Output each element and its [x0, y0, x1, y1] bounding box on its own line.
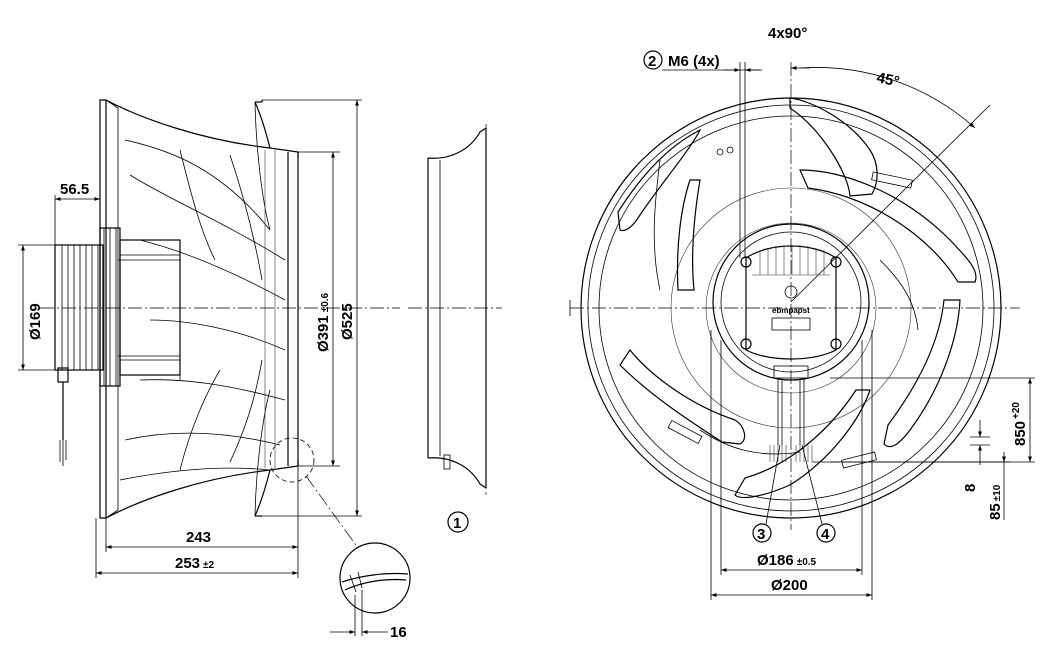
dim-200: Ø200 [710, 330, 873, 600]
impeller-blades [617, 97, 977, 499]
dim-391-text: Ø391±0.6 [315, 292, 332, 352]
angle-dims: 4x90° 45° [768, 25, 991, 303]
callout-2-label: M6 (4x) [668, 53, 720, 70]
side-view: 16 56.5 Ø169 Ø391±0.6 Ø525 [18, 99, 411, 641]
callout-1: 1 [447, 511, 469, 533]
inlet-ring-view: 1 [408, 124, 502, 533]
dim-850: 850+20 [812, 377, 1035, 463]
dim-186: Ø186±0.5 [720, 340, 863, 575]
dim-525-text: Ø525 [339, 303, 356, 340]
dim-243: 243 [105, 466, 299, 552]
callout-3: 3 [752, 444, 781, 543]
dim-56-5: 56.5 [54, 181, 101, 245]
brand-label: ebmpapst [772, 306, 810, 315]
motor-hub: ebmpapst [712, 223, 870, 381]
callout-1-text: 1 [453, 515, 461, 532]
motor-body [54, 227, 181, 466]
impeller-outline [105, 99, 299, 519]
front-view: ebmpapst [569, 25, 1035, 600]
dim-85-text: 85±10 [987, 484, 1004, 520]
dim-169-text: Ø169 [27, 303, 44, 340]
callout-3-text: 3 [757, 526, 765, 543]
callout-4: 4 [801, 444, 836, 543]
dim-186-text: Ø186±0.5 [757, 552, 817, 569]
dim-8-text: 8 [962, 484, 979, 492]
dim-243-text: 243 [186, 529, 211, 546]
dim-4x90-text: 4x90° [768, 25, 807, 42]
callout-4-text: 4 [821, 526, 830, 543]
dim-169: Ø169 [18, 244, 55, 371]
dim-391: Ø391±0.6 [298, 151, 340, 467]
dim-850-text: 850+20 [1011, 402, 1029, 446]
callout-2: 2 M6 (4x) [643, 50, 762, 258]
dim-16-text: 16 [390, 624, 407, 641]
detail-view: 16 [330, 542, 411, 641]
callout-2-text: 2 [648, 53, 656, 70]
dim-200-text: Ø200 [771, 577, 808, 594]
dim-525: Ø525 [262, 99, 362, 517]
dim-8: 8 [962, 420, 990, 492]
dim-56-5-text: 56.5 [60, 181, 89, 198]
dim-85: 85±10 [830, 452, 1010, 520]
dim-253-text: 253±2 [175, 555, 215, 572]
dim-45-text: 45° [875, 69, 901, 90]
cables [769, 378, 813, 462]
dim-253: 253±2 [95, 518, 299, 578]
detail-circle [269, 437, 315, 483]
